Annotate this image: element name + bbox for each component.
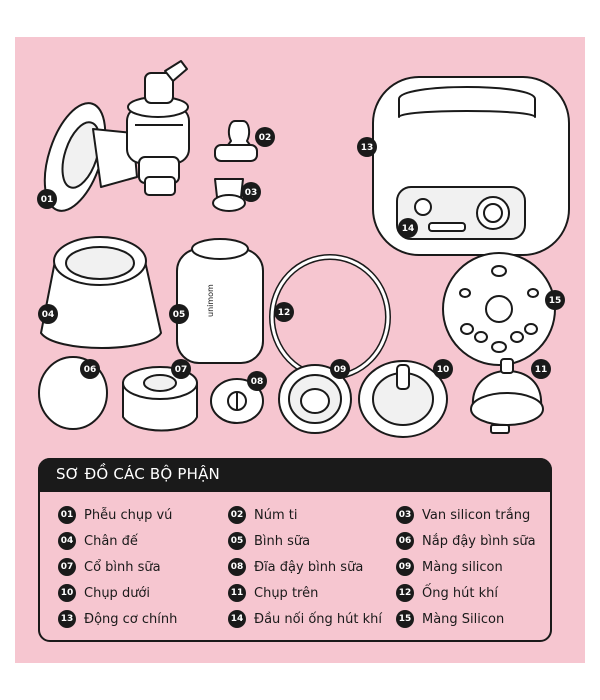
svg-text:01: 01	[41, 195, 54, 205]
part-breast-shield	[43, 60, 190, 212]
bottle-brand-text: unimom	[206, 284, 215, 317]
svg-text:09: 09	[334, 365, 347, 375]
legend-label: Chân đế	[84, 533, 138, 549]
legend-num: 06	[396, 532, 414, 550]
legend-num: 11	[228, 584, 246, 602]
legend-num: 04	[58, 532, 76, 550]
part-motor	[372, 76, 570, 256]
legend-item-10: 10 Chụp dưới	[58, 583, 150, 603]
badge-14: 14	[398, 218, 418, 238]
svg-text:10: 10	[437, 365, 450, 375]
legend-label: Bình sữa	[254, 533, 311, 549]
legend-item-01: 01 Phễu chụp vú	[58, 505, 172, 525]
legend-label: Đĩa đậy bình sữa	[254, 559, 364, 575]
badge-09: 09	[330, 359, 350, 379]
legend-label: Màng silicon	[422, 559, 503, 575]
legend-num: 01	[58, 506, 76, 524]
svg-text:02: 02	[259, 133, 272, 143]
legend-label: Van silicon trắng	[422, 507, 531, 523]
part-silicone-disc	[442, 252, 556, 366]
parts-legend: SƠ ĐỒ CÁC BỘ PHẬN 01 Phễu chụp vú 02 Núm…	[38, 458, 552, 642]
part-valve	[212, 178, 246, 212]
badge-10: 10	[433, 359, 453, 379]
legend-num: 10	[58, 584, 76, 602]
legend-num: 13	[58, 610, 76, 628]
badge-11: 11	[531, 359, 551, 379]
legend-item-09: 09 Màng silicon	[396, 557, 503, 577]
badge-08: 08	[247, 371, 267, 391]
svg-text:12: 12	[278, 308, 291, 318]
legend-label: Chụp dưới	[84, 585, 150, 601]
legend-num: 03	[396, 506, 414, 524]
legend-item-13: 13 Động cơ chính	[58, 609, 177, 629]
legend-label: Chụp trên	[254, 585, 319, 601]
legend-header: SƠ ĐỒ CÁC BỘ PHẬN	[38, 458, 552, 492]
legend-label: Động cơ chính	[84, 611, 178, 627]
svg-text:05: 05	[173, 310, 186, 320]
legend-label: Ống hút khí	[422, 585, 498, 601]
legend-label: Màng Silicon	[422, 611, 505, 627]
svg-text:04: 04	[42, 310, 55, 320]
svg-text:14: 14	[402, 224, 415, 234]
badge-13: 13	[357, 137, 377, 157]
part-nipple	[214, 120, 258, 162]
legend-label: Nắp đậy bình sữa	[422, 533, 536, 549]
legend-num: 09	[396, 558, 414, 576]
legend-label: Cổ bình sữa	[84, 559, 161, 575]
legend-item-05: 05 Bình sữa	[228, 531, 310, 551]
legend-num: 07	[58, 558, 76, 576]
legend-item-15: 15 Màng Silicon	[396, 609, 504, 629]
badge-12: 12	[274, 302, 294, 322]
badge-02: 02	[255, 127, 275, 147]
legend-num: 08	[228, 558, 246, 576]
svg-text:11: 11	[535, 365, 548, 375]
legend-item-11: 11 Chụp trên	[228, 583, 318, 603]
part-membrane	[278, 364, 352, 434]
badge-03: 03	[241, 182, 261, 202]
part-bottle: unimom	[176, 238, 264, 364]
legend-num: 02	[228, 506, 246, 524]
legend-item-07: 07 Cổ bình sữa	[58, 557, 161, 577]
badge-06: 06	[80, 359, 100, 379]
svg-text:13: 13	[361, 143, 374, 153]
svg-text:06: 06	[84, 365, 97, 375]
badge-01: 01	[37, 189, 57, 209]
legend-label: Phễu chụp vú	[84, 507, 173, 523]
legend-label: Đầu nối ống hút khí	[254, 611, 383, 627]
part-base	[40, 236, 162, 349]
legend-item-04: 04 Chân đế	[58, 531, 138, 551]
svg-text:08: 08	[251, 377, 264, 387]
parts-illustration: unimom	[37, 60, 570, 438]
legend-item-12: 12 Ống hút khí	[396, 583, 498, 603]
part-bottle-disc	[210, 378, 264, 424]
legend-item-06: 06 Nắp đậy bình sữa	[396, 531, 536, 551]
legend-item-14: 14 Đầu nối ống hút khí	[228, 609, 382, 629]
legend-item-02: 02 Núm ti	[228, 505, 297, 525]
svg-text:15: 15	[549, 296, 562, 306]
legend-title: SƠ ĐỒ CÁC BỘ PHẬN	[56, 465, 220, 483]
part-upper-cover	[470, 358, 544, 434]
part-lower-cover	[358, 360, 448, 438]
legend-item-03: 03 Van silicon trắng	[396, 505, 530, 525]
svg-text:07: 07	[175, 365, 188, 375]
legend-num: 15	[396, 610, 414, 628]
legend-item-08: 08 Đĩa đậy bình sữa	[228, 557, 363, 577]
badge-05: 05	[169, 304, 189, 324]
legend-num: 14	[228, 610, 246, 628]
badge-15: 15	[545, 290, 565, 310]
legend-num: 05	[228, 532, 246, 550]
badge-04: 04	[38, 304, 58, 324]
svg-text:03: 03	[245, 188, 258, 198]
legend-num: 12	[396, 584, 414, 602]
badge-07: 07	[171, 359, 191, 379]
legend-label: Núm ti	[254, 507, 298, 523]
